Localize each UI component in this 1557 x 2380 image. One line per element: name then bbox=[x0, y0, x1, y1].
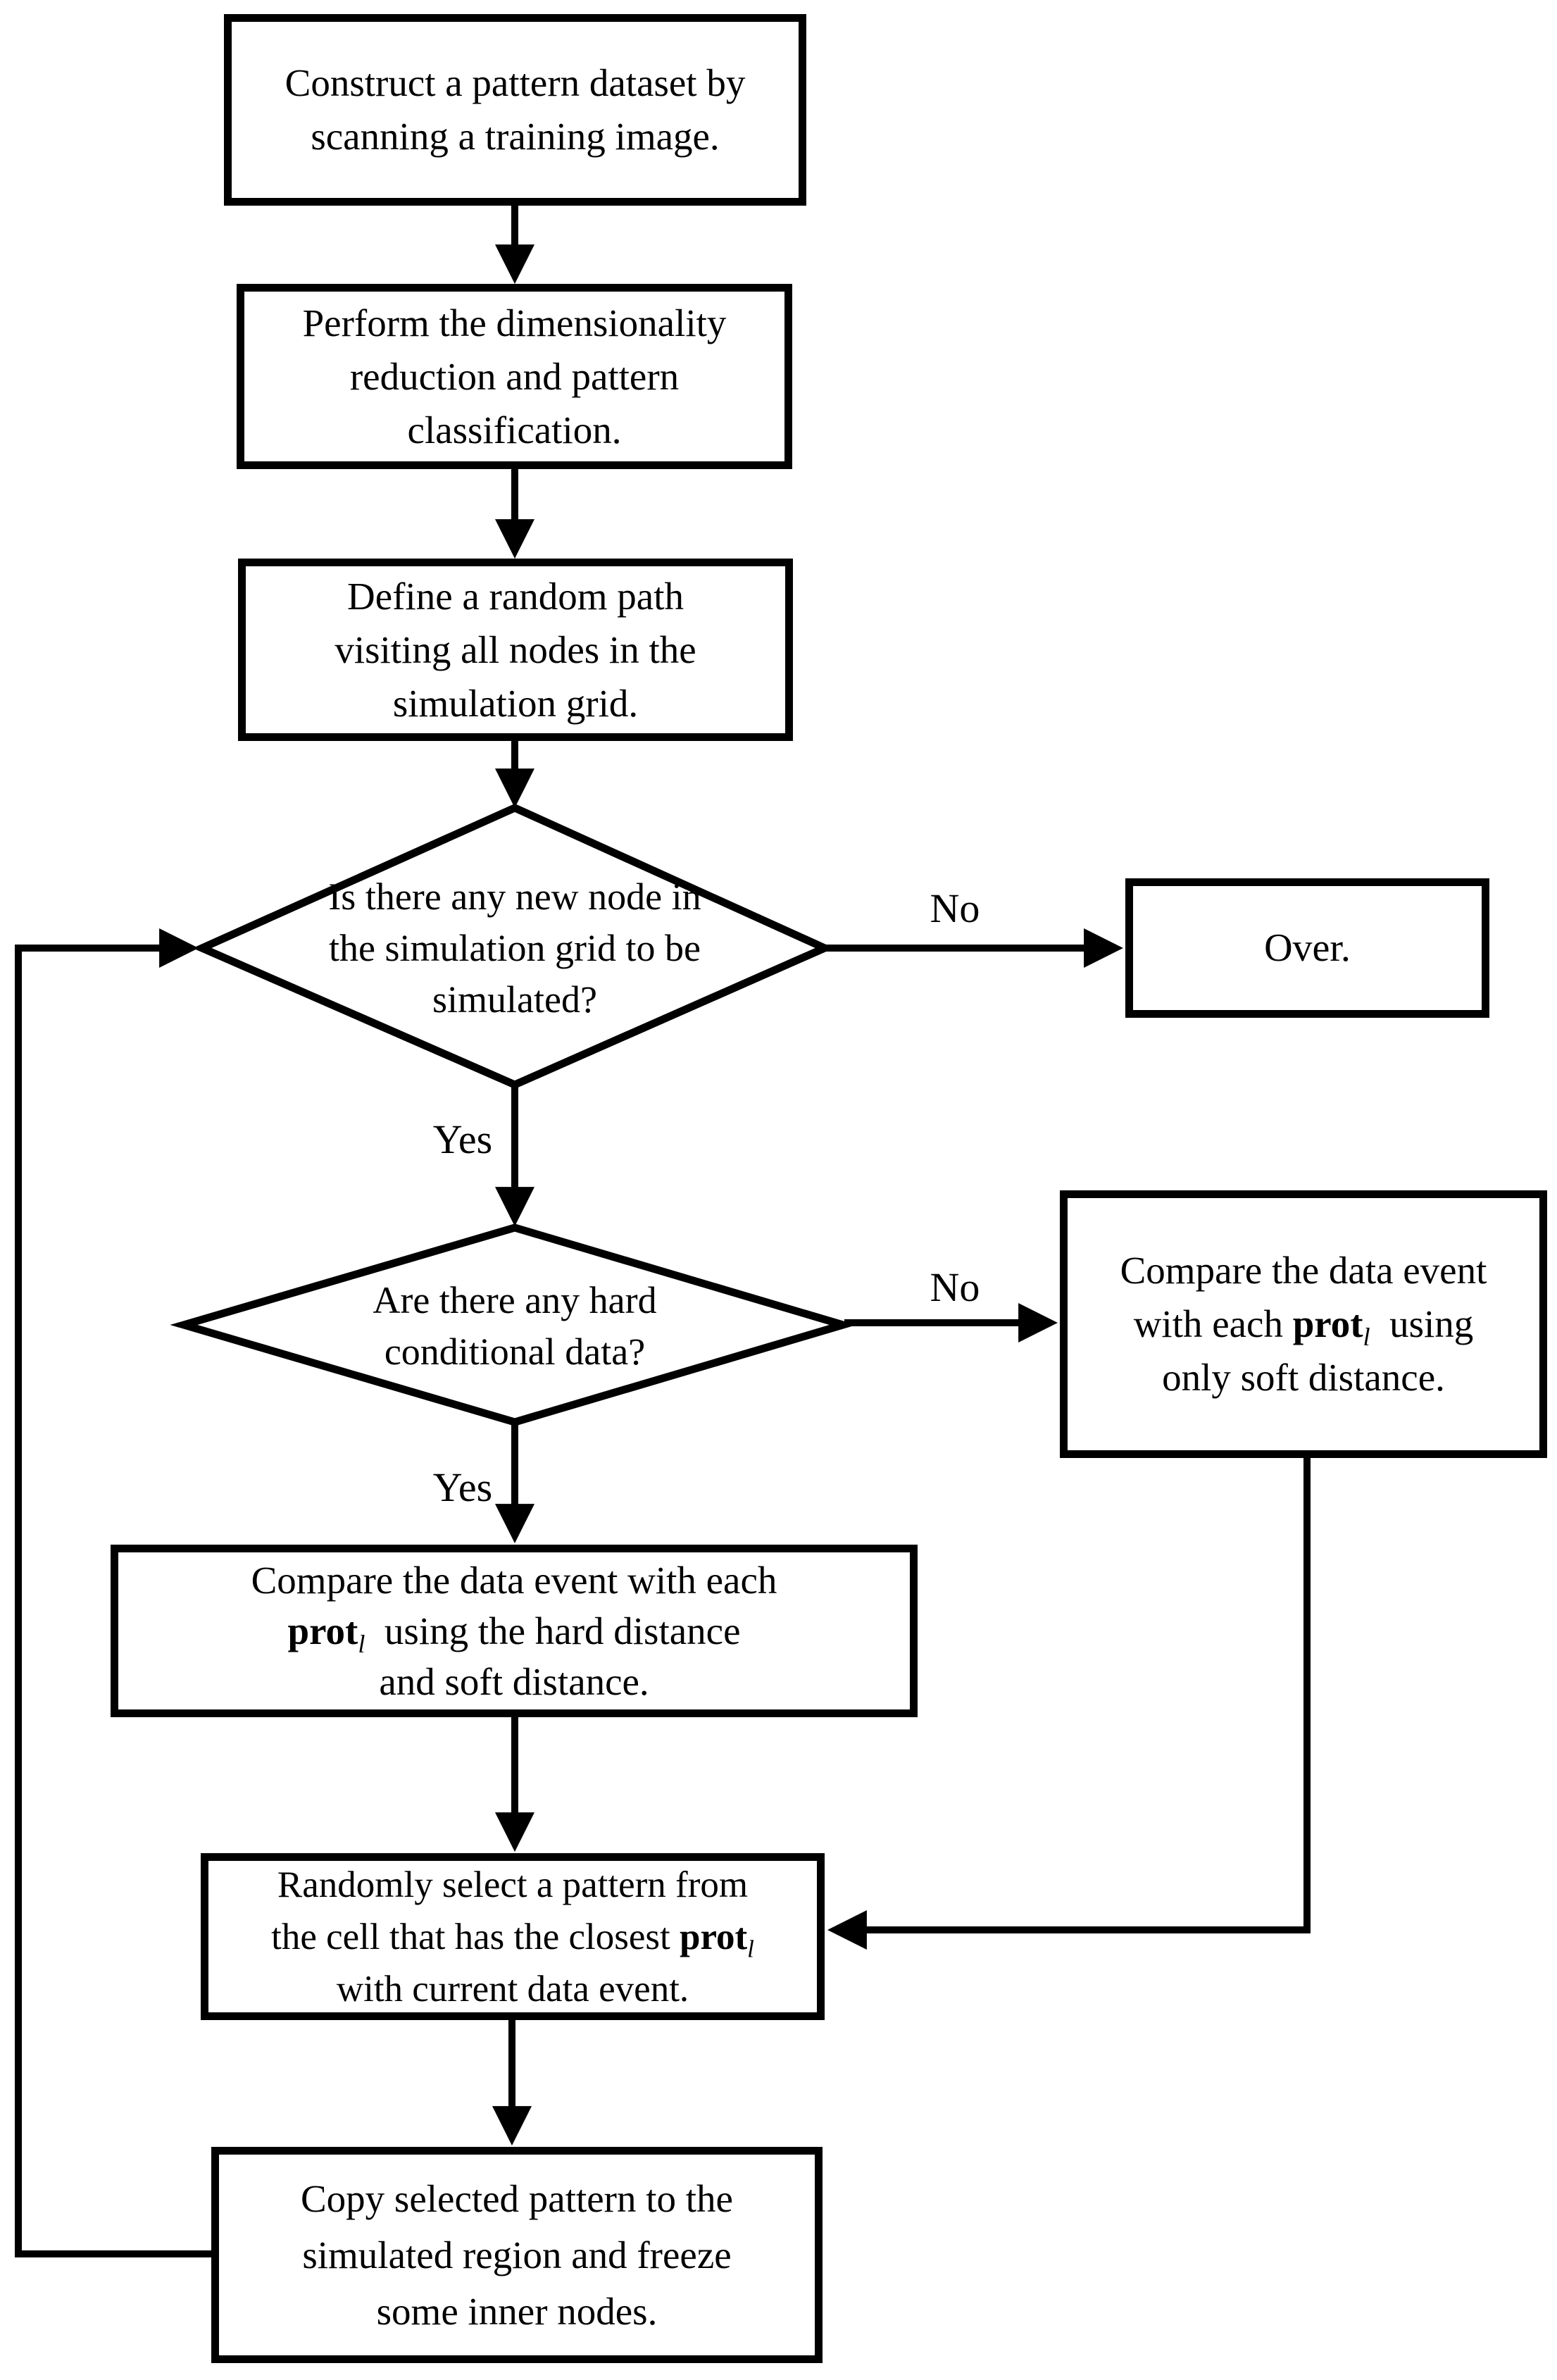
branch-label-no-over: No bbox=[930, 885, 980, 931]
prot-symbol: prot bbox=[679, 1916, 748, 1957]
node-random-select: Randomly select a pattern from the cell … bbox=[201, 1853, 825, 2020]
node-text-line: simulated region and freeze bbox=[302, 2233, 732, 2276]
node-text-line: the simulation grid to be bbox=[329, 926, 701, 969]
node-dimensionality-reduction: Perform the dimensionality reduction and… bbox=[237, 284, 792, 469]
decision-hard-data-diamond bbox=[170, 1223, 857, 1426]
node-text-line: simulated? bbox=[432, 978, 597, 1021]
node-text-line: with current data event. bbox=[336, 1968, 689, 2010]
node-text-line: visiting all nodes in the bbox=[334, 628, 696, 671]
node-over: Over. bbox=[1125, 878, 1489, 1018]
arrow-loopback-copy-to-decision1 bbox=[15, 928, 211, 2257]
node-text-line: scanning a training image. bbox=[311, 115, 720, 158]
arrow-soft-compare-to-random-select bbox=[827, 1457, 1311, 1950]
branch-label-yes-decision2: Yes bbox=[432, 1116, 493, 1162]
node-text-line: simulation grid. bbox=[392, 681, 639, 725]
branch-label-no-soft: No bbox=[930, 1264, 980, 1310]
node-text-line: Perform the dimensionality bbox=[302, 301, 727, 344]
node-text-line: classification. bbox=[407, 408, 622, 451]
node-soft-compare: Compare the data event with each protl u… bbox=[1060, 1190, 1547, 1458]
node-text-line: and soft distance. bbox=[379, 1659, 649, 1703]
branch-label-yes-hard-compare: Yes bbox=[432, 1464, 493, 1510]
node-text-line: the cell that has the closest protl bbox=[271, 1911, 754, 1963]
node-text-line: with each protl using bbox=[1134, 1297, 1474, 1351]
node-text-line: Are there any hard bbox=[373, 1279, 657, 1321]
text-fragment: the cell that has the closest bbox=[271, 1916, 680, 1957]
node-hard-compare: Compare the data event with each protl u… bbox=[111, 1545, 918, 1717]
node-random-path: Define a random path visiting all nodes … bbox=[238, 559, 793, 741]
node-text-line: Compare the data event bbox=[1120, 1249, 1487, 1292]
decision-hard-data-text: Are there any hard conditional data? bbox=[162, 1273, 868, 1379]
node-text-line: Is there any new node in bbox=[328, 875, 701, 918]
node-text-line: reduction and pattern bbox=[349, 354, 680, 398]
node-text-line: Over. bbox=[1264, 926, 1351, 970]
decision-new-node-text: Is there any new node in the simulation … bbox=[148, 866, 882, 1030]
text-fragment: using the hard distance bbox=[365, 1609, 741, 1652]
node-text-line: Copy selected pattern to the bbox=[301, 2176, 733, 2220]
node-text-line: some inner nodes. bbox=[376, 2289, 658, 2333]
node-text-line: protl using the hard distance bbox=[288, 1606, 741, 1657]
node-construct-dataset: Construct a pattern dataset by scanning … bbox=[224, 14, 806, 206]
node-text-line: Compare the data event with each bbox=[251, 1558, 777, 1602]
node-text-line: Define a random path bbox=[346, 574, 684, 618]
node-text-line: Construct a pattern dataset by bbox=[284, 61, 746, 104]
prot-symbol: prot bbox=[1292, 1302, 1363, 1345]
node-text-line: only soft distance. bbox=[1162, 1356, 1445, 1399]
prot-symbol: prot bbox=[287, 1609, 358, 1652]
text-fragment: with each bbox=[1133, 1302, 1293, 1345]
node-text-line: conditional data? bbox=[384, 1331, 646, 1373]
decision-new-node-diamond bbox=[192, 803, 834, 1090]
node-text-line: Randomly select a pattern from bbox=[277, 1864, 749, 1905]
prot-subscript: l bbox=[747, 1935, 754, 1963]
node-copy-pattern: Copy selected pattern to the simulated r… bbox=[211, 2147, 823, 2363]
text-fragment: using bbox=[1370, 1302, 1474, 1345]
prot-subscript: l bbox=[1363, 1323, 1370, 1351]
prot-subscript: l bbox=[358, 1629, 365, 1658]
